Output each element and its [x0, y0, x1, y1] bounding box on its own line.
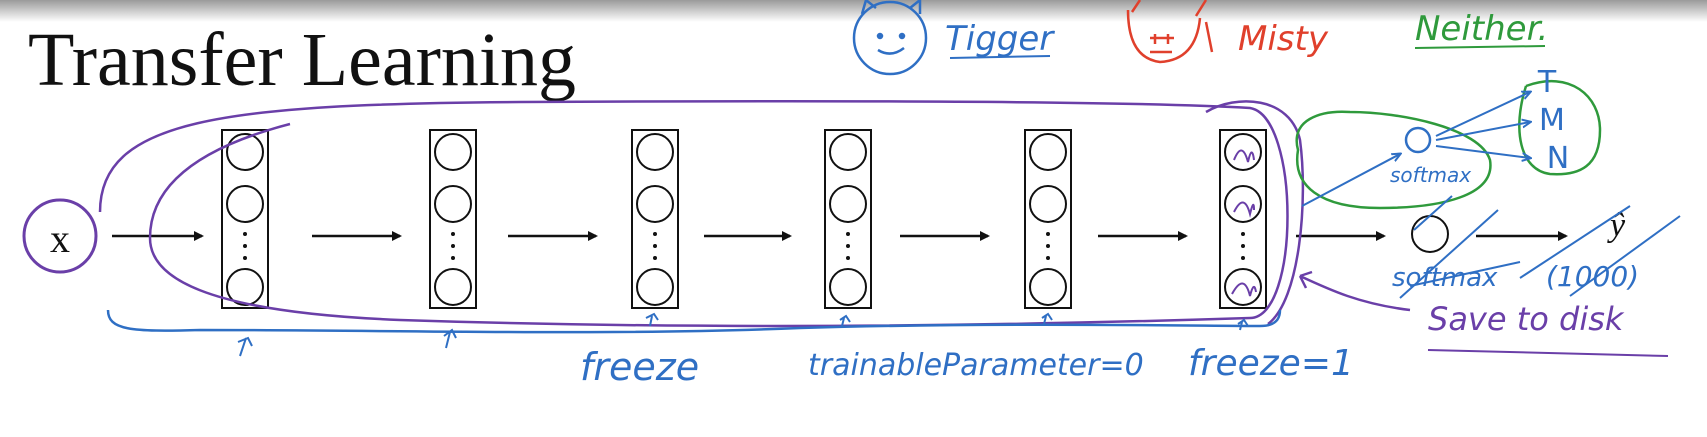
- save-arrow: [1298, 270, 1411, 312]
- layer-3: [631, 129, 679, 309]
- output-label: ŷ: [1607, 207, 1626, 244]
- class-misty: Misty: [1126, 0, 1329, 64]
- class-label-tigger: Tigger: [945, 19, 1055, 59]
- input-label: x: [50, 216, 70, 261]
- new-output-t: T: [1537, 65, 1557, 100]
- freeze-label: freeze: [580, 345, 699, 389]
- cat-face-icon: [1126, 0, 1214, 64]
- freeze-ticks: [237, 312, 1249, 357]
- layer-4: [824, 129, 872, 309]
- cat-face-icon: [852, 0, 928, 76]
- class-label-neither: Neither.: [1415, 9, 1548, 49]
- class-tigger: Tigger: [852, 0, 1055, 76]
- new-output-node: [1404, 126, 1432, 154]
- new-softmax-label: softmax: [1390, 163, 1471, 187]
- class-neither: Neither.: [1414, 9, 1548, 49]
- new-softmax-group: [1295, 79, 1602, 210]
- slide-title: Transfer Learning: [28, 18, 577, 102]
- top-shadow: [0, 0, 1707, 22]
- strike-through-marks: [1399, 195, 1681, 299]
- layer-6: [1219, 129, 1267, 309]
- layer-1: [221, 129, 269, 309]
- freeze-one-label: freeze=1: [1188, 343, 1354, 384]
- old-output-node: [1411, 215, 1449, 253]
- thousand-label: (1000): [1546, 260, 1639, 293]
- save-to-disk-label: Save to disk: [1428, 300, 1625, 338]
- trainable-label: trainableParameter=0: [808, 348, 1144, 383]
- new-output-m: M: [1539, 103, 1565, 138]
- class-label-misty: Misty: [1238, 19, 1329, 59]
- new-output-n: N: [1547, 141, 1569, 176]
- input-node-circle: [22, 198, 98, 274]
- layer-5: [1024, 129, 1072, 309]
- layer-2: [429, 129, 477, 309]
